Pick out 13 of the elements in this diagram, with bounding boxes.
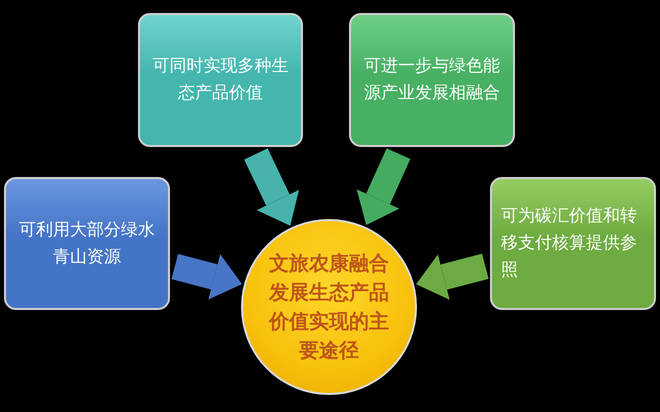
rounded-box — [138, 13, 303, 147]
node-label: 文旅农康融合发展生态产品价值实现的主要途径 — [268, 250, 390, 364]
arrow — [244, 148, 299, 226]
node-label: 可利用大部分绿水青山资源 — [18, 218, 156, 268]
rounded-box — [490, 177, 656, 310]
node-label: 可同时实现多种生态产品价值 — [152, 55, 290, 105]
arrow — [416, 254, 489, 300]
arrow — [356, 148, 410, 226]
rounded-box — [4, 177, 170, 310]
node-label: 可进一步与绿色能源产业发展相融合 — [363, 55, 501, 105]
rounded-box — [349, 13, 515, 147]
arrow — [172, 254, 242, 300]
node-label: 可为碳汇价值和转移支付核算提供参照 — [500, 205, 638, 282]
